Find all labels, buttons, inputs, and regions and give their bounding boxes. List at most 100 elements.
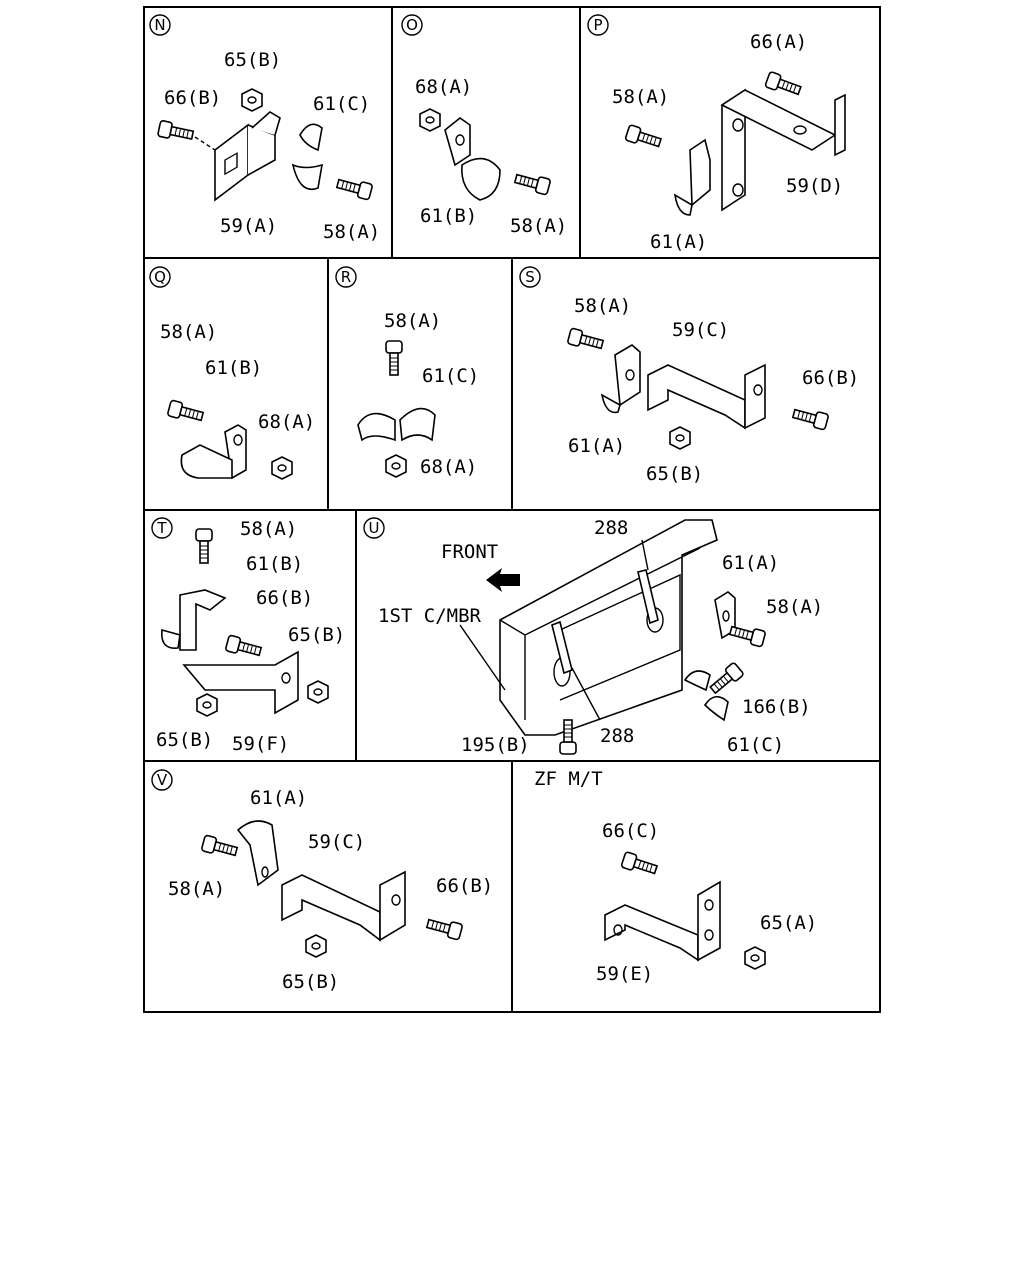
label: 59(C) (672, 319, 729, 341)
label: 66(B) (802, 367, 859, 389)
panel-n: N 65(B) 66(B) 61(C) 59(A) 58(A) (149, 14, 380, 243)
label: 68(A) (415, 76, 472, 98)
label: 166(B) (742, 696, 811, 718)
panel-badge-n (149, 14, 171, 36)
clip-61a (673, 138, 711, 216)
clip-61c (683, 670, 729, 722)
label: 58(A) (612, 86, 669, 108)
bolt-58a (512, 170, 552, 196)
panel-badge-q (149, 266, 171, 288)
bracket-59e (604, 880, 721, 962)
label: 61(B) (246, 553, 303, 575)
label: 65(B) (646, 463, 703, 485)
label: 65(B) (156, 729, 213, 751)
panel-letter: V (157, 771, 168, 789)
panel-badge-t (151, 517, 173, 539)
label: 65(B) (224, 49, 281, 71)
label: FRONT (441, 541, 498, 563)
bolt-66b (224, 634, 264, 660)
nut-65b (669, 426, 691, 450)
bolt-166b (706, 661, 745, 697)
bracket-59c (281, 870, 406, 942)
bracket-59f (182, 650, 299, 715)
bolt-58a (166, 399, 206, 425)
nut-65b (241, 88, 263, 112)
nut-65b-bottom (196, 693, 218, 717)
label: 68(A) (258, 411, 315, 433)
label: 58(A) (240, 518, 297, 540)
label: 59(D) (786, 175, 843, 197)
label: 61(A) (722, 552, 779, 574)
label: 61(C) (313, 93, 370, 115)
panel-q: Q 58(A) 61(B) 68(A) (149, 266, 315, 480)
panel-letter: R (341, 268, 351, 286)
panel-badge-v (151, 769, 173, 791)
panel-badge-u (363, 517, 385, 539)
label: 61(B) (205, 357, 262, 379)
bolt-58a (195, 528, 213, 564)
panel-badge-r (335, 266, 357, 288)
clip-61a (714, 591, 736, 640)
clip-61c (291, 123, 324, 190)
clip-61a (600, 344, 641, 414)
panel-letter: Q (154, 268, 166, 286)
nut-68a (385, 454, 407, 478)
label: 66(B) (256, 587, 313, 609)
clip-61c (357, 407, 436, 442)
bracket-59c (647, 363, 766, 430)
panel-letter: O (406, 16, 418, 34)
label: 195(B) (461, 734, 530, 756)
panel-caption: ZF M/T (534, 768, 603, 790)
bracket-59d (720, 88, 846, 212)
label: 59(F) (232, 733, 289, 755)
panel-letter: T (156, 519, 167, 537)
panel-s: S 58(A) 59(C) 66(B) 61(A) 65(B) (519, 266, 859, 485)
clip-61b (444, 117, 501, 201)
label: 61(A) (650, 231, 707, 253)
label: 61(C) (422, 365, 479, 387)
panel-r: R 58(A) 61(C) 68(A) (335, 266, 479, 478)
panel-v: V 61(A) 59(C) 58(A) 66(B) 65(B) (151, 769, 493, 993)
bolt-58a (385, 340, 403, 376)
nut-68a (419, 108, 441, 132)
bolt-58a (624, 123, 664, 152)
label: 61(A) (250, 787, 307, 809)
label: 66(A) (750, 31, 807, 53)
panel-letter: N (154, 16, 165, 34)
clip-61b (180, 424, 247, 480)
crossmember (499, 519, 718, 736)
panel-t: T 58(A) 61(B) 66(B) 65(B) 65(B) 59(F) (151, 517, 345, 755)
bolt-66c (620, 850, 660, 879)
nut-65b-right (307, 680, 329, 704)
panel-grid (143, 6, 881, 1013)
bolt-58a (566, 327, 606, 353)
panel-u: U 288 FRONT 61(A) (363, 517, 823, 756)
bolt-66b (156, 119, 195, 144)
label: 59(C) (308, 831, 365, 853)
bolt-66b (424, 915, 464, 941)
label: 288 (600, 725, 634, 747)
label: 59(E) (596, 963, 653, 985)
label: 58(A) (323, 221, 380, 243)
label: 66(C) (602, 820, 659, 842)
label: 68(A) (420, 456, 477, 478)
panel-badge-o (401, 14, 423, 36)
label: 61(C) (727, 734, 784, 756)
front-arrow-icon (486, 568, 520, 592)
bolt-66b (790, 405, 830, 431)
label: 66(B) (436, 875, 493, 897)
panel-letter: P (593, 16, 602, 34)
bolt-66a (764, 70, 804, 99)
label: 58(A) (766, 596, 823, 618)
bracket-288 (551, 569, 659, 675)
nut-65a (744, 946, 766, 970)
label: 58(A) (510, 215, 567, 237)
label: 58(A) (160, 321, 217, 343)
clip-61b (161, 589, 227, 651)
label: 66(B) (164, 87, 221, 109)
label: 65(B) (282, 971, 339, 993)
label: 65(B) (288, 624, 345, 646)
clip-61a (236, 820, 279, 887)
bolt-58a (334, 175, 374, 201)
